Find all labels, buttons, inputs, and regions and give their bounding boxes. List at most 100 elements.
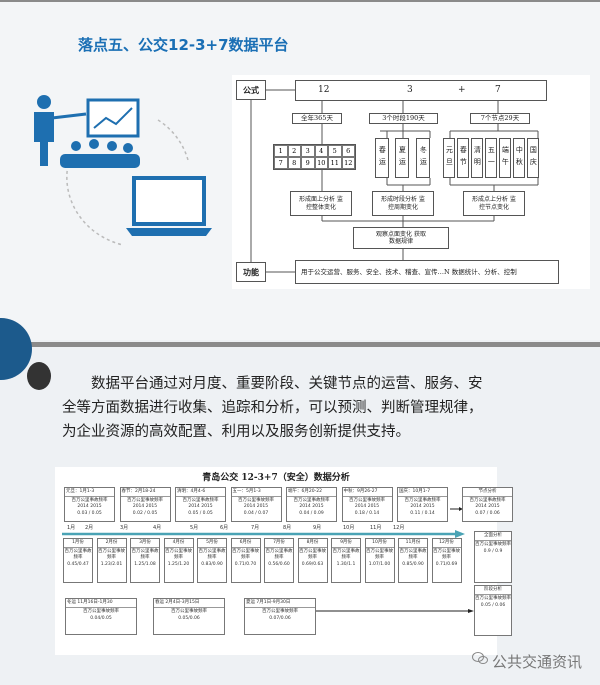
full-summary-head: 全面分析 — [475, 532, 511, 541]
node-box-value: 0.02 / 0.05 — [132, 511, 158, 516]
metric-label: 百万公里事故频率 — [198, 549, 226, 560]
years-label: 2014 2015 — [410, 504, 435, 509]
month-box: 8月份百万公里事故频率 0.69/0.63 — [297, 538, 328, 583]
season-box: 夏运 — [395, 138, 409, 178]
node-box-head: 五一：5月1-3 — [231, 488, 281, 497]
phase-box-value: 0.04/0.05 — [90, 616, 112, 621]
slide-separator — [0, 342, 600, 347]
observe-box: 观察点面变化 获取数据规律 — [353, 227, 449, 249]
wechat-icon — [472, 652, 488, 664]
node-box-head: 国庆：10月1-7 — [398, 488, 447, 497]
month-cell: 8 — [287, 157, 301, 169]
node-box: 春节 — [457, 138, 469, 178]
month-cell: 10 — [314, 157, 328, 169]
month-box-head: 5月份 — [198, 539, 226, 548]
month-cell: 7 — [274, 157, 288, 169]
month-cell: 4 — [314, 145, 328, 157]
month-label: 2月 — [85, 525, 94, 531]
metric-label: 百万公里事故频率 — [238, 498, 274, 503]
metric-label: 百万公里事故频率 — [83, 609, 119, 614]
month-box-value: 0.45/0.47 — [67, 562, 89, 567]
phase-box-value: 0.05/0.06 — [178, 616, 200, 621]
metric-label: 百万公里事故频率 — [265, 549, 293, 560]
node-box-head: 清明：4月4-6 — [176, 488, 225, 497]
years-label: 2014 2015 — [132, 504, 158, 509]
metric-label: 百万公里事故频率 — [127, 498, 163, 503]
metric-label: 百万公里事故频率 — [332, 549, 360, 560]
formula-term-7: 7 — [495, 84, 501, 95]
season-boxes: 春运夏运冬运 — [375, 138, 435, 178]
formula-box: 12 3 + 7 — [295, 80, 547, 101]
month-cell: 1 — [274, 145, 288, 157]
years-label: 2014 2015 — [299, 504, 324, 509]
metric-label: 百万公里事故频率 — [131, 549, 159, 560]
month-label: 8月 — [283, 525, 292, 531]
group-nodes: 7个节点29天 — [470, 113, 530, 124]
month-label: 6月 — [220, 525, 229, 531]
month-label: 3月 — [120, 525, 129, 531]
month-box-head: 9月份 — [332, 539, 360, 548]
metric-label: 百万公里事故频率 — [262, 609, 298, 614]
years-label: 2014 2015 — [243, 504, 269, 509]
month-cell: 9 — [301, 157, 315, 169]
month-box-head: 8月份 — [298, 539, 327, 548]
result-nodes: 形成点上分析 监控节点变化 — [463, 191, 525, 216]
metric-label: 百万公里事故频率 — [299, 549, 326, 560]
slide-title: 落点五、公交12-3+7数据平台 — [78, 36, 289, 54]
month-label: 11月 — [370, 525, 382, 531]
metric-label: 百万公里事故频率 — [165, 549, 192, 560]
month-box-value: 1.25/1.08 — [134, 562, 156, 567]
month-label: 10月 — [343, 525, 355, 531]
formula-plus: + — [458, 84, 466, 95]
node-box-value: 0.18 / 0.14 — [354, 511, 380, 516]
top-border — [0, 0, 600, 2]
metric-label: 百万公里事故频率 — [349, 498, 385, 503]
node-box-head: 春节：2月18-24 — [120, 488, 170, 497]
month-box-head: 4月份 — [164, 539, 193, 548]
month-label: 9月 — [313, 525, 322, 531]
node-box-value: 0.04 / 0.07 — [243, 511, 269, 516]
month-label: 1月 — [67, 525, 76, 531]
years-label: 2014 2015 — [354, 504, 380, 509]
month-box-value: 1.23/2.01 — [100, 562, 123, 567]
node-box-value: 0.04 / 0.09 — [299, 511, 324, 516]
group-periods: 3个时段190天 — [369, 113, 438, 124]
month-box-head: 6月份 — [231, 539, 260, 548]
metric-label: 百万公里事故频率 — [475, 596, 511, 601]
metric-label: 百万公里事故频率 — [433, 549, 460, 560]
node-box-head: 元旦：1月1-3 — [65, 488, 114, 497]
node-summary-head: 节点分析 — [463, 488, 512, 497]
month-box-head: 7月份 — [265, 539, 293, 548]
month-label: 5月 — [190, 525, 199, 531]
phase-box-head: 冬运 11月16日-1月30 — [66, 599, 136, 608]
month-box-value: 0.83/0.90 — [201, 562, 223, 567]
node-summary-value: 0.07 / 0.06 — [475, 511, 500, 516]
month-box-value: 0.69/0.63 — [301, 562, 324, 567]
month-box-head: 10月份 — [365, 539, 394, 548]
full-summary-value: 0.9 / 0.9 — [483, 549, 503, 554]
node-box-head: 中秋：9月26-27 — [342, 488, 392, 497]
node-box: 元旦 — [443, 138, 455, 178]
month-box-value: 1.25/1.20 — [167, 562, 190, 567]
decor-circle-dark — [27, 362, 51, 390]
result-overall: 形成面上分析 监控整体变化 — [290, 191, 352, 216]
month-box-value: 0.71/0.69 — [435, 562, 458, 567]
month-cell: 2 — [287, 145, 301, 157]
